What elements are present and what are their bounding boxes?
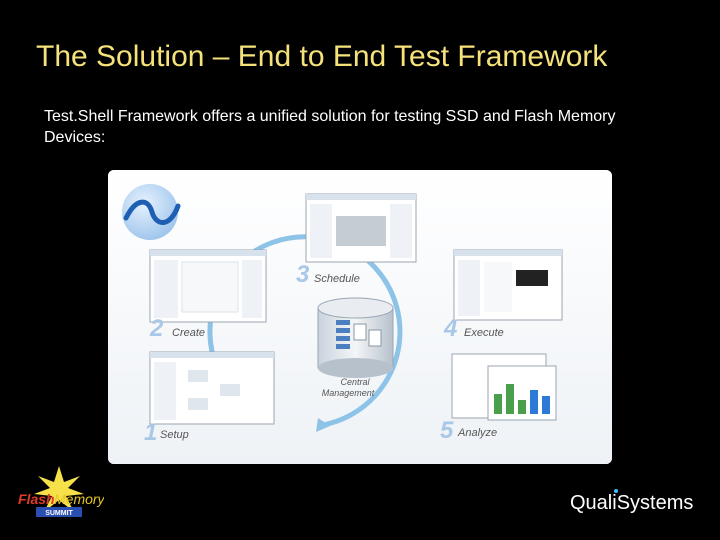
step-3-label: Schedule bbox=[314, 273, 360, 285]
logo-i-text: i bbox=[612, 489, 619, 514]
logo-qual-text: Qual bbox=[570, 492, 613, 514]
screenshot-create bbox=[149, 249, 267, 323]
slide-subtitle: Test.Shell Framework offers a unified so… bbox=[44, 108, 616, 146]
logo-memory-text: Memory bbox=[54, 491, 104, 507]
step-5: 5 Analyze bbox=[440, 417, 497, 444]
step-1-label: Setup bbox=[160, 429, 189, 441]
step-5-label: Analyze bbox=[457, 427, 497, 439]
step-1-number: 1 bbox=[144, 419, 157, 446]
starburst-icon bbox=[34, 466, 84, 512]
logo-flash-text: Flash bbox=[18, 491, 55, 507]
app-logo-icon bbox=[122, 184, 181, 240]
step-2-number: 2 bbox=[149, 315, 164, 342]
step-4: 4 Execute bbox=[443, 315, 504, 342]
cycle-arrowhead-icon bbox=[316, 418, 330, 432]
workflow-diagram-svg: Central Management bbox=[108, 170, 612, 464]
step-2-label: Create bbox=[172, 327, 205, 339]
logo-systems-text: Systems bbox=[616, 492, 694, 514]
workflow-diagram: Central Management bbox=[108, 170, 612, 464]
center-label-line2: Management bbox=[322, 388, 375, 398]
central-management-icon bbox=[317, 297, 394, 378]
center-label-line1: Central bbox=[340, 377, 370, 387]
step-4-label: Execute bbox=[464, 327, 504, 339]
step-5-number: 5 bbox=[440, 417, 454, 444]
screenshot-execute bbox=[453, 249, 563, 321]
step-1: 1 Setup bbox=[144, 419, 189, 446]
screenshot-setup bbox=[149, 351, 275, 425]
flash-memory-summit-logo: Flash Memory SUMMIT bbox=[14, 466, 106, 522]
slide-title: The Solution – End to End Test Framework bbox=[36, 40, 608, 73]
step-3: 3 Schedule bbox=[296, 261, 360, 288]
screenshot-analyze bbox=[451, 353, 557, 421]
logo-summit-text: SUMMIT bbox=[45, 510, 73, 517]
step-2: 2 Create bbox=[149, 315, 205, 342]
screenshot-schedule bbox=[305, 193, 417, 263]
step-4-number: 4 bbox=[443, 315, 457, 342]
step-3-number: 3 bbox=[296, 261, 310, 288]
